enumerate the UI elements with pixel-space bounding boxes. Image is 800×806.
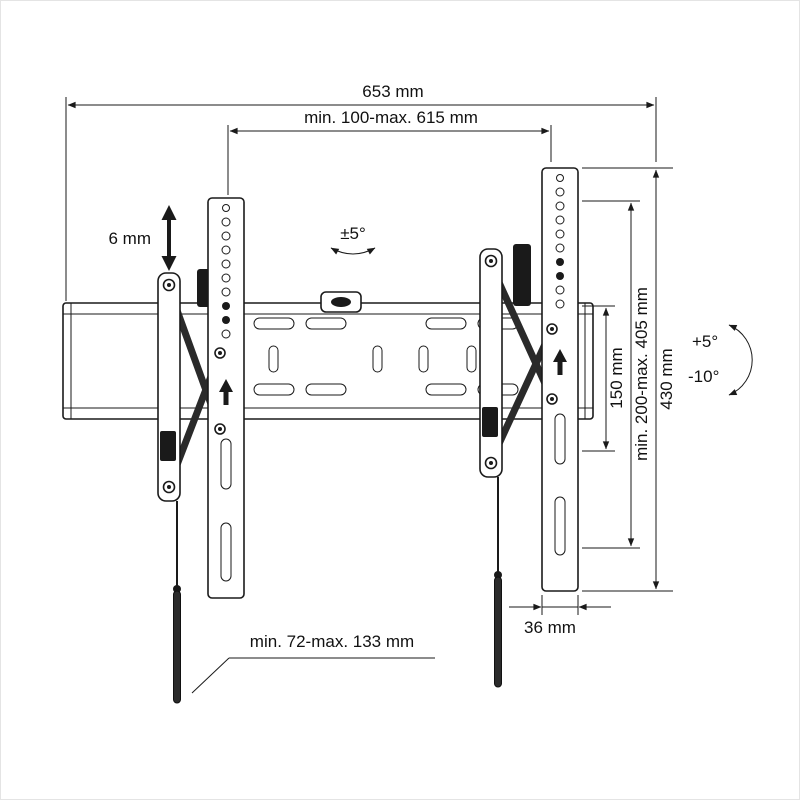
left-bolt-center	[167, 485, 171, 489]
tilt-down-label: -10°	[688, 367, 719, 386]
bracket-hole	[221, 231, 231, 241]
dim-vesa-min-height-label: 150 mm	[607, 347, 626, 408]
dim-total-width: 653 mm	[65, 82, 657, 301]
arrow-up-head	[161, 205, 177, 220]
bracket-slot	[220, 522, 232, 582]
dim-wall-distance: min. 72-max. 133 mm	[191, 632, 435, 694]
bracket-hole	[222, 204, 230, 212]
bracket-hole-filled	[556, 258, 564, 266]
plate-slot-vertical	[372, 345, 383, 373]
tilt-up-label: +5°	[692, 332, 718, 351]
bracket-hole-filled	[556, 272, 564, 280]
bracket-hole	[555, 243, 565, 253]
bracket-hole	[221, 273, 231, 283]
bracket-hole	[221, 259, 231, 269]
bracket-slot	[554, 496, 566, 556]
up-arrow-marking	[553, 349, 567, 375]
dim-level-adjustment: ±5°	[330, 224, 376, 255]
dim-bracket-width: 36 mm	[509, 595, 611, 637]
bracket-hole	[556, 174, 564, 182]
bracket-hole	[555, 285, 565, 295]
arm-joint-center	[218, 351, 222, 355]
plate-slot	[305, 383, 347, 396]
bracket-hole-filled	[222, 316, 230, 324]
dim-vesa-height-range-label: min. 200-max. 405 mm	[632, 287, 651, 461]
plate-slot	[305, 317, 347, 330]
tilt-arc-arrow	[728, 324, 753, 396]
arrow-down-head	[161, 256, 177, 271]
plate-slot-vertical	[466, 345, 477, 373]
dim-bracket-height-label: 430 mm	[657, 348, 676, 409]
up-arrow-marking	[219, 379, 233, 405]
right-bolt-center	[489, 461, 493, 465]
bracket-hole	[221, 329, 231, 339]
cord-handle	[494, 576, 502, 688]
dim-bracket-width-label: 36 mm	[524, 618, 576, 637]
bracket-hole	[221, 217, 231, 227]
right-bolt-center	[489, 259, 493, 263]
right-hook	[513, 244, 531, 306]
plate-slot-vertical	[268, 345, 279, 373]
bracket-slot	[220, 438, 232, 490]
bracket-slot	[554, 413, 566, 465]
level-indicator-tab	[320, 291, 362, 313]
dim-tilt-angles: +5° -10°	[688, 324, 753, 396]
left-lock-latch	[160, 431, 176, 461]
left-bolt-center	[167, 283, 171, 287]
left-pull-cord	[173, 501, 181, 704]
arm-joint-center	[218, 427, 222, 431]
dim-wall-distance-label: min. 72-max. 133 mm	[250, 632, 414, 651]
right-pull-cord	[494, 477, 502, 688]
dim-total-width-label: 653 mm	[362, 82, 423, 101]
arm-joint-center	[550, 327, 554, 331]
plate-slot	[425, 383, 467, 396]
right-channel	[479, 248, 503, 478]
bracket-hole	[221, 245, 231, 255]
dim-vesa-min-height: 150 mm	[582, 305, 626, 452]
right-bracket-body	[541, 167, 579, 592]
dim-height-adjustment: 6 mm	[109, 205, 177, 271]
plate-slot	[253, 317, 295, 330]
dim-level-adjustment-label: ±5°	[340, 224, 366, 243]
rotation-arc-arrow	[330, 247, 376, 255]
dim-vesa-height-range: min. 200-max. 405 mm	[582, 200, 651, 549]
bracket-hole	[555, 229, 565, 239]
right-vesa-bracket	[541, 167, 579, 592]
bracket-hole	[555, 299, 565, 309]
bracket-hole	[221, 287, 231, 297]
right-lock-latch	[482, 407, 498, 437]
plate-slot	[425, 317, 467, 330]
bracket-hole	[555, 215, 565, 225]
plate-slot-vertical	[418, 345, 429, 373]
arm-joint-center	[550, 397, 554, 401]
left-channel	[157, 272, 181, 502]
dim-bracket-height: 430 mm	[582, 167, 676, 592]
dim-height-adjustment-label: 6 mm	[109, 229, 152, 248]
left-vesa-bracket	[207, 197, 245, 599]
bracket-hole-filled	[222, 302, 230, 310]
level-bubble	[331, 297, 351, 307]
bracket-hole	[555, 187, 565, 197]
bracket-hole	[555, 201, 565, 211]
leader-line	[191, 657, 230, 694]
cord-handle	[173, 590, 181, 704]
plate-slot	[253, 383, 295, 396]
dim-mount-width-range-label: min. 100-max. 615 mm	[304, 108, 478, 127]
dim-mount-width-range: min. 100-max. 615 mm	[227, 108, 552, 195]
